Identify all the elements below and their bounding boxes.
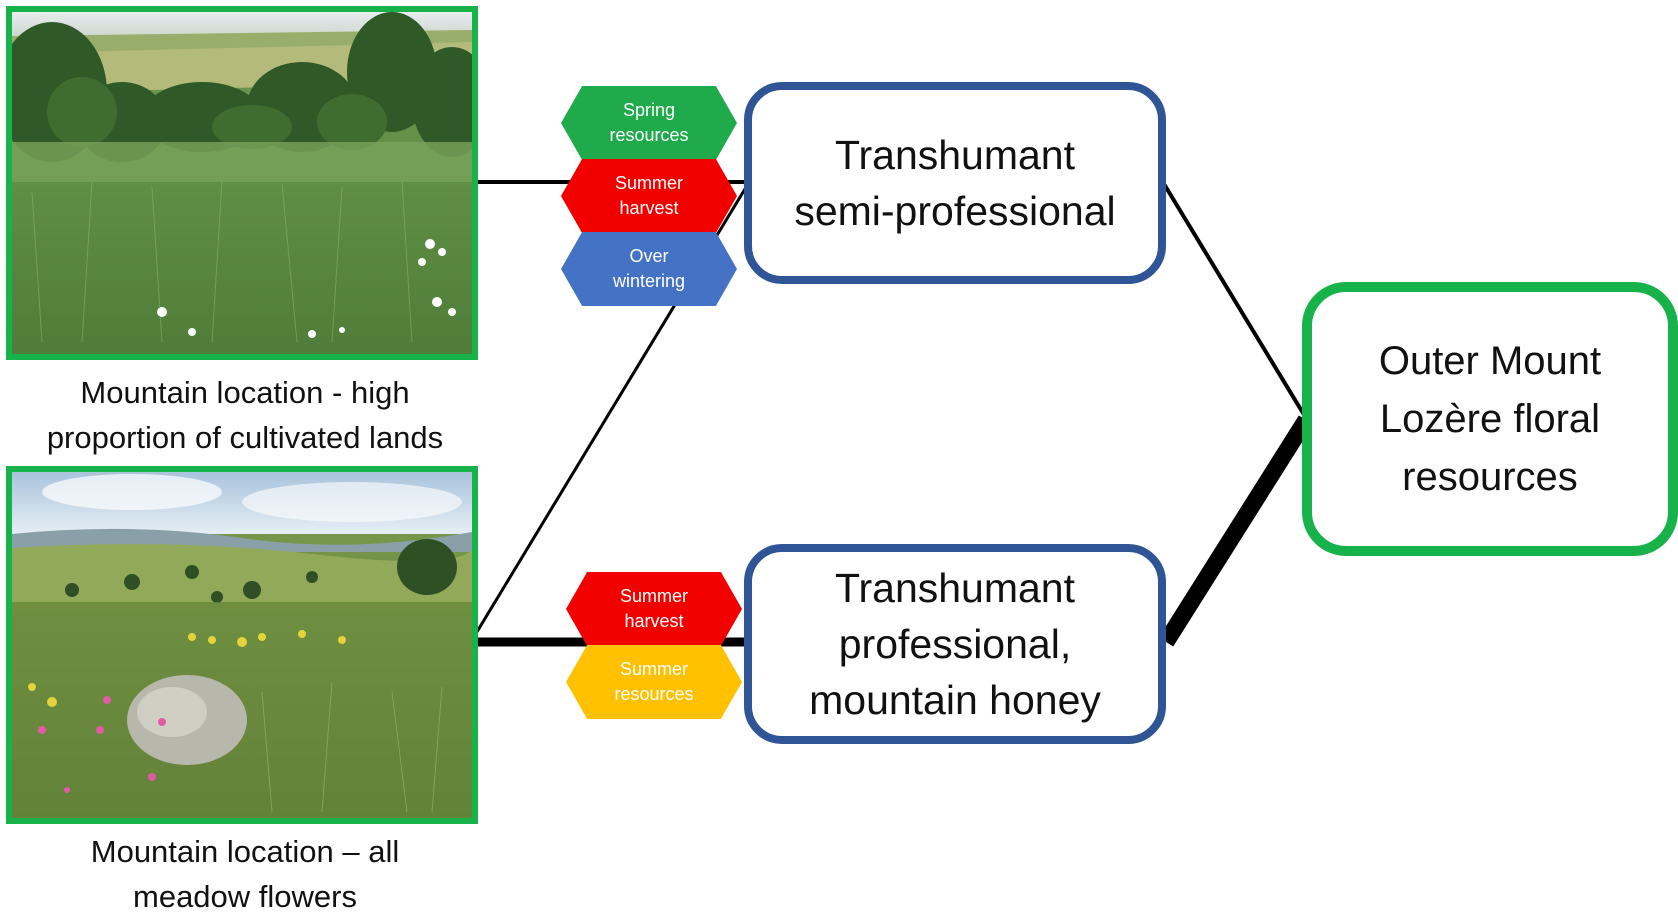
tag-line: harvest: [619, 198, 679, 218]
caption-cultivated-lands: Mountain location - high proportion of c…: [0, 370, 490, 460]
tag-line: Over: [629, 246, 669, 266]
tag-summer-harvest: Summer harvest: [561, 159, 737, 233]
tag-line: Summer: [619, 586, 688, 606]
node-line: Transhumant: [834, 565, 1076, 611]
caption-meadow-flowers: Mountain location – all meadow flowers: [0, 829, 490, 919]
flower-meadow-image: [12, 472, 472, 818]
connector-semi-to-outer: [1162, 182, 1308, 420]
node-line: mountain honey: [809, 677, 1101, 723]
node-outer-mount-lozere: Outer Mount Lozère floral resources: [1302, 282, 1678, 556]
tag-summer-harvest-2: Summer harvest: [566, 572, 742, 646]
tag-line: resources: [609, 125, 689, 145]
tag-line: wintering: [612, 271, 686, 291]
caption-line: meadow flowers: [133, 879, 357, 914]
caption-line: proportion of cultivated lands: [46, 420, 444, 455]
tag-line: harvest: [624, 611, 684, 631]
photo-meadow-flowers: [6, 466, 478, 824]
node-line: Outer Mount: [1378, 339, 1602, 383]
tag-over-wintering: Over wintering: [561, 232, 737, 306]
node-transhumant-professional: Transhumant professional, mountain honey: [744, 544, 1166, 744]
tag-summer-resources: Summer resources: [566, 645, 742, 719]
tag-line: resources: [614, 684, 694, 704]
photo-cultivated-lands: [6, 6, 478, 360]
cultivated-field-image: [12, 12, 472, 354]
node-transhumant-semi-professional: Transhumant semi-professional: [744, 82, 1166, 284]
tag-line: Spring: [622, 100, 676, 120]
node-line: semi-professional: [794, 188, 1116, 234]
caption-line: Mountain location - high: [80, 375, 410, 410]
node-line: Transhumant: [834, 132, 1076, 178]
tag-line: Summer: [619, 659, 688, 679]
tag-spring-resources: Spring resources: [561, 86, 737, 160]
caption-line: Mountain location – all: [90, 834, 400, 869]
connector-pro-to-outer: [1158, 415, 1314, 647]
node-line: professional,: [838, 621, 1072, 667]
tag-line: Summer: [614, 173, 683, 193]
node-line: Lozère floral: [1379, 397, 1601, 441]
node-line: resources: [1402, 455, 1578, 499]
